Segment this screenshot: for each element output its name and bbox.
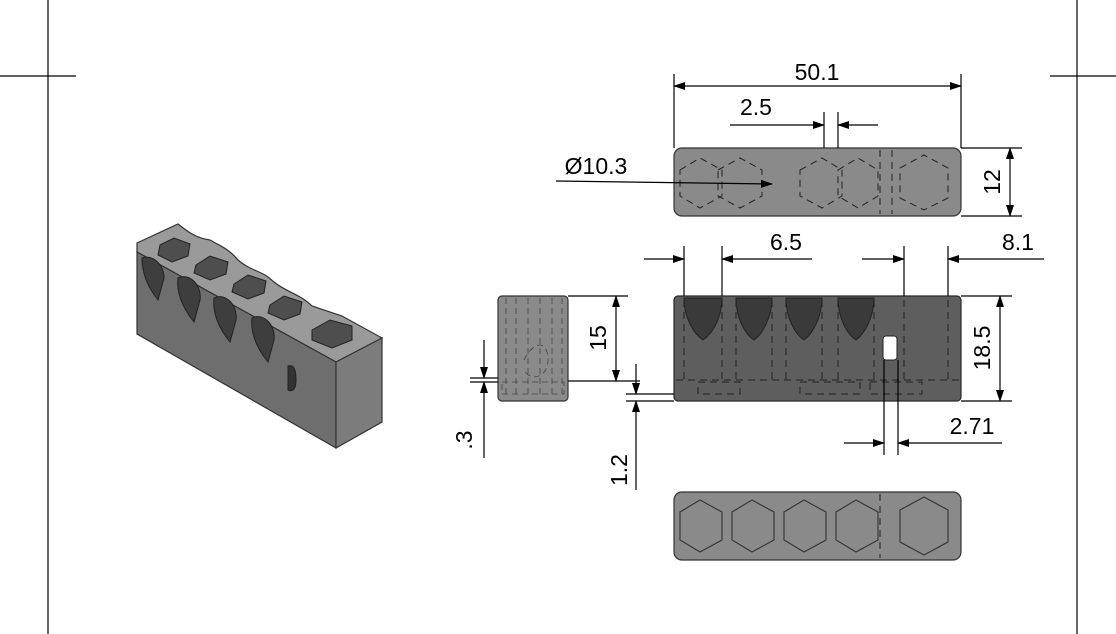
dim-hole-diameter-label: Ø10.3 xyxy=(565,153,628,179)
bottom-view-body xyxy=(673,491,962,561)
dim-pitch: 6.5 xyxy=(644,229,812,296)
dim-overall-length-label: 50.1 xyxy=(795,59,840,85)
front-view xyxy=(673,295,962,402)
dim-end-offset-label: 8.1 xyxy=(1002,229,1034,255)
dim-end-offset: 8.1 xyxy=(862,229,1044,296)
side-slot xyxy=(882,335,898,361)
dim-hole-diameter: Ø10.3 xyxy=(555,153,773,188)
dim-front-height-label: 18.5 xyxy=(969,326,995,371)
dim-depth-label: 12 xyxy=(979,169,1005,195)
dim-slot-width: 2.71 xyxy=(844,360,1002,455)
dim-pitch-label: 6.5 xyxy=(770,229,802,255)
side-view xyxy=(497,295,569,402)
dim-base-thickness: 1.2 xyxy=(606,364,674,490)
bottom-view xyxy=(673,491,962,561)
top-view-body xyxy=(673,147,962,217)
dim-wall-gap-label: 2.5 xyxy=(740,94,772,120)
dim-thin-wall-label: .3 xyxy=(451,430,477,449)
dim-side-height: 15 xyxy=(568,295,640,382)
top-view xyxy=(673,147,962,217)
dim-wall-gap: 2.5 xyxy=(730,94,878,148)
dim-overall-length: 50.1 xyxy=(673,59,962,148)
dim-base-thickness-label: 1.2 xyxy=(606,454,632,486)
dim-depth: 12 xyxy=(961,147,1022,217)
dim-side-height-label: 15 xyxy=(585,325,611,351)
dim-thin-wall: .3 xyxy=(451,340,498,458)
dim-front-height: 18.5 xyxy=(961,295,1012,402)
side-view-body xyxy=(497,295,569,402)
dim-slot-width-label: 2.71 xyxy=(950,413,995,439)
isometric-view xyxy=(136,223,384,450)
